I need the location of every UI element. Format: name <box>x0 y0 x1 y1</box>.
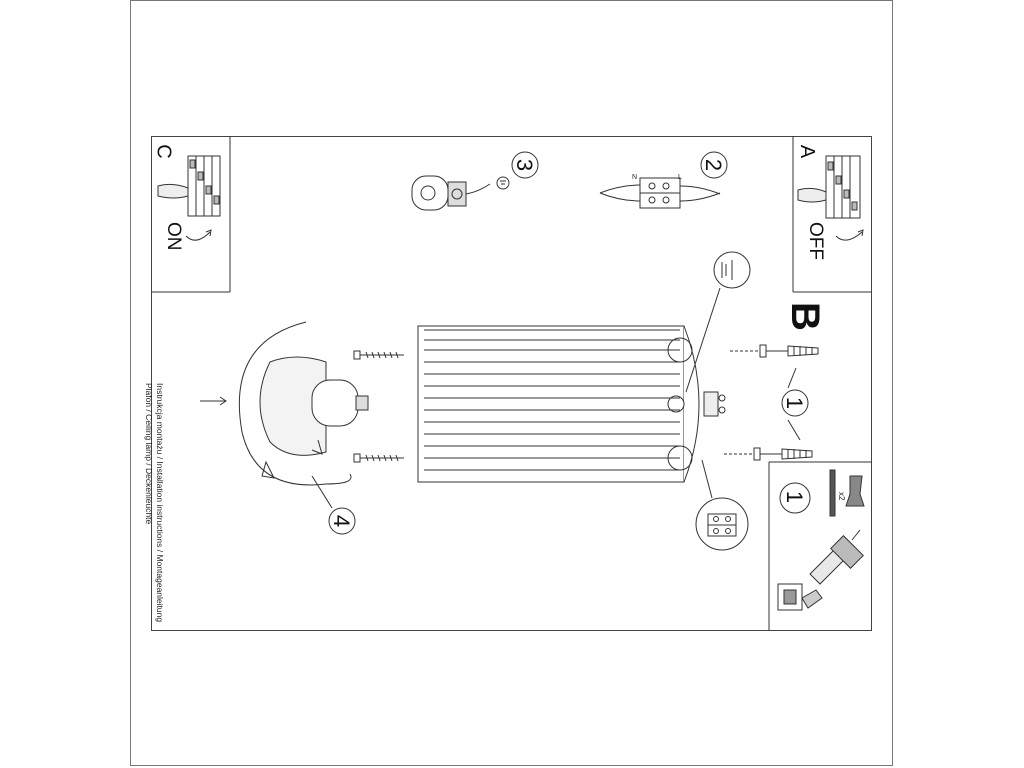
step-2-number: 2 <box>701 158 727 172</box>
ground-symbol-icon <box>685 251 751 393</box>
panel-c-state: ON <box>163 222 184 251</box>
wall-plug-icon <box>724 344 819 461</box>
step-4-badge <box>328 507 356 535</box>
terminal-block-icon <box>599 177 721 209</box>
step-1-box-badge <box>779 482 811 514</box>
section-label: B <box>782 302 827 331</box>
panel-a-letter: A <box>796 144 819 159</box>
instruction-caption: Instrukcja montażu / Installation instru… <box>143 383 165 622</box>
terminal-callout-icon <box>695 459 749 551</box>
terminal-label-l: L <box>678 174 682 181</box>
terminal-label-n: N <box>632 174 638 181</box>
step-3-badge <box>511 151 539 179</box>
screw-set-icon <box>829 469 865 517</box>
switch-on-icon <box>157 155 221 241</box>
switch-off-icon <box>797 155 864 241</box>
ceiling-canopy-icon <box>200 321 369 509</box>
lamp-body-icon <box>417 325 726 483</box>
step-4-number: 4 <box>329 514 355 528</box>
ground-bracket-icon <box>411 175 510 211</box>
panel-a-state: OFF <box>805 222 826 260</box>
screw-count-label: x2 <box>837 492 846 501</box>
instruction-line-1: Instrukcja montażu / Installation instru… <box>155 383 165 623</box>
step-1-badge <box>781 389 809 417</box>
step-3-number: 3 <box>512 158 538 172</box>
step-1-box-number: 1 <box>782 490 808 504</box>
instruction-line-2: Plafon / Ceiling lamp / Deckenleuchte <box>144 383 154 525</box>
drill-icon <box>777 529 864 611</box>
panel-c-letter: C <box>152 144 175 159</box>
instruction-sheet <box>151 136 872 631</box>
wall-screw-icon <box>353 350 404 463</box>
step-2-badge <box>700 151 728 179</box>
step-1-number: 1 <box>782 396 808 410</box>
